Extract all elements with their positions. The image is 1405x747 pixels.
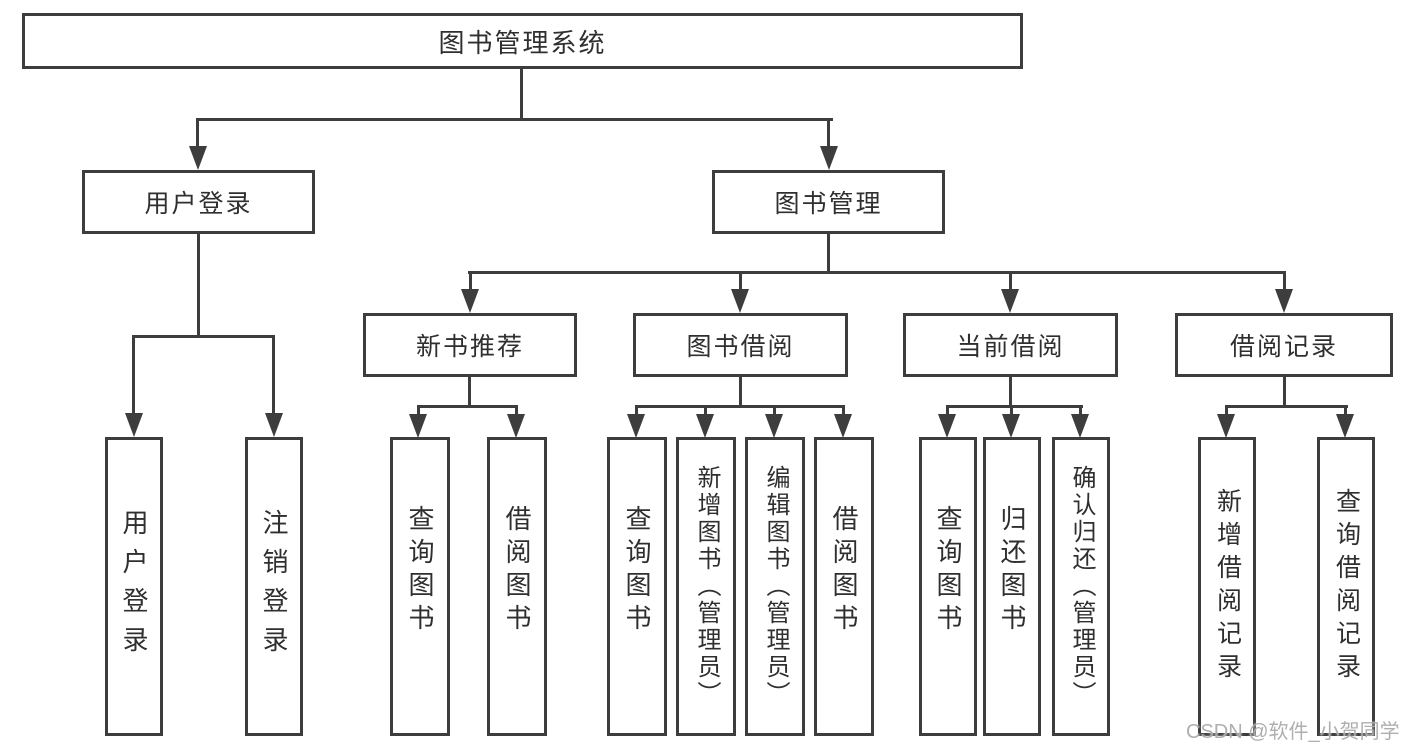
- arrow-down-icon: [1275, 289, 1293, 313]
- node-current-borrowing-label: 当前借阅: [956, 333, 1065, 361]
- connector-line: [197, 234, 200, 336]
- node-root: 图书管理系统: [22, 13, 1023, 69]
- node-book-borrowing: 图书借阅: [633, 313, 848, 377]
- connector-line: [842, 405, 845, 416]
- arrow-down-icon: [189, 146, 207, 170]
- connector-line: [515, 405, 518, 416]
- leaf-borrow-add-books-admin-label: 新增图书（管理员）: [693, 465, 720, 708]
- leaf-recommend-borrow-books-label: 借阅图书: [502, 504, 532, 637]
- arrow-down-icon: [265, 413, 283, 437]
- node-book-management-label: 图书管理: [774, 190, 883, 218]
- leaf-current-query-books: 查询图书: [919, 437, 977, 736]
- leaf-current-confirm-return-admin: 确认归还（管理员）: [1052, 437, 1110, 736]
- leaf-borrow-borrow-books-label: 借阅图书: [829, 504, 859, 637]
- arrow-down-icon: [820, 146, 838, 170]
- node-borrowing-records: 借阅记录: [1175, 313, 1393, 377]
- connector-line: [196, 118, 199, 150]
- connector-line: [1010, 405, 1013, 416]
- arrow-down-icon: [409, 414, 427, 438]
- leaf-recommend-borrow-books: 借阅图书: [487, 437, 547, 736]
- arrow-down-icon: [461, 289, 479, 313]
- connector-line: [132, 335, 135, 415]
- leaf-user-login-label: 用户登录: [119, 508, 149, 665]
- connector-line: [1225, 405, 1348, 408]
- connector-line: [417, 405, 518, 408]
- leaf-borrow-add-books-admin: 新增图书（管理员）: [676, 437, 736, 736]
- connector-line: [773, 405, 776, 416]
- node-book-management: 图书管理: [712, 170, 945, 234]
- arrow-down-icon: [731, 289, 749, 313]
- leaf-logout: 注销登录: [245, 437, 303, 736]
- connector-line: [1079, 405, 1082, 416]
- node-new-book-recommend-label: 新书推荐: [415, 333, 524, 361]
- connector-line: [635, 405, 638, 416]
- connector-line: [827, 118, 830, 150]
- connector-line: [946, 405, 1083, 408]
- arrow-down-icon: [1336, 414, 1354, 438]
- leaf-borrow-edit-books-admin-label: 编辑图书（管理员）: [762, 465, 789, 708]
- arrow-down-icon: [1217, 414, 1235, 438]
- connector-line: [635, 405, 845, 408]
- connector-line: [417, 405, 420, 416]
- connector-line: [1283, 271, 1286, 291]
- node-user-login: 用户登录: [82, 170, 315, 234]
- leaf-borrow-query-books-label: 查询图书: [622, 504, 652, 637]
- connector-line: [1344, 405, 1347, 416]
- leaf-borrow-query-books: 查询图书: [607, 437, 667, 736]
- connector-line: [1009, 271, 1012, 291]
- connector-line: [196, 118, 833, 121]
- node-book-borrowing-label: 图书借阅: [686, 333, 795, 361]
- arrow-down-icon: [765, 414, 783, 438]
- arrow-down-icon: [507, 414, 525, 438]
- connector-line: [1009, 377, 1012, 406]
- arrow-down-icon: [1071, 414, 1089, 438]
- node-current-borrowing: 当前借阅: [903, 313, 1118, 377]
- leaf-current-return-books-label: 归还图书: [997, 504, 1027, 637]
- leaf-records-add-record-label: 新增借阅记录: [1213, 487, 1242, 686]
- connector-line: [520, 69, 523, 119]
- arrow-down-icon: [1001, 289, 1019, 313]
- connector-line: [469, 271, 472, 291]
- connector-line: [468, 271, 1286, 274]
- connector-line: [739, 271, 742, 291]
- leaf-current-query-books-label: 查询图书: [933, 504, 963, 637]
- arrow-down-icon: [627, 414, 645, 438]
- csdn-watermark: CSDN @软件_小贺同学: [1186, 721, 1400, 743]
- leaf-records-add-record: 新增借阅记录: [1198, 437, 1256, 736]
- connector-line: [704, 405, 707, 416]
- node-user-login-label: 用户登录: [144, 190, 253, 218]
- leaf-records-query-record-label: 查询借阅记录: [1332, 487, 1361, 686]
- connector-line: [132, 335, 275, 338]
- leaf-current-confirm-return-admin-label: 确认归还（管理员）: [1068, 465, 1095, 708]
- arrow-down-icon: [834, 414, 852, 438]
- leaf-borrow-edit-books-admin: 编辑图书（管理员）: [745, 437, 805, 736]
- node-new-book-recommend: 新书推荐: [363, 313, 577, 377]
- connector-line: [739, 377, 742, 406]
- connector-line: [1225, 405, 1228, 416]
- leaf-recommend-query-books: 查询图书: [390, 437, 450, 736]
- leaf-records-query-record: 查询借阅记录: [1317, 437, 1375, 736]
- connector-line: [272, 335, 275, 415]
- arrow-down-icon: [125, 413, 143, 437]
- leaf-current-return-books: 归还图书: [983, 437, 1041, 736]
- arrow-down-icon: [938, 414, 956, 438]
- leaf-borrow-borrow-books: 借阅图书: [814, 437, 874, 736]
- leaf-recommend-query-books-label: 查询图书: [405, 504, 435, 637]
- connector-line: [1283, 377, 1286, 406]
- connector-line: [468, 377, 471, 406]
- node-root-label: 图书管理系统: [438, 27, 607, 58]
- arrow-down-icon: [696, 414, 714, 438]
- leaf-logout-label: 注销登录: [259, 508, 289, 665]
- node-borrowing-records-label: 借阅记录: [1229, 333, 1338, 361]
- connector-line: [946, 405, 949, 416]
- connector-line: [827, 234, 830, 273]
- arrow-down-icon: [1002, 414, 1020, 438]
- leaf-user-login: 用户登录: [105, 437, 163, 736]
